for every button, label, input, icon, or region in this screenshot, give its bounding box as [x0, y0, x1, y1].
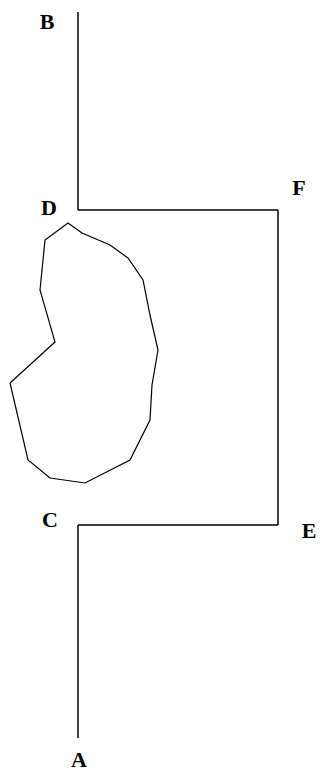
point-label: D	[41, 197, 57, 219]
wire	[78, 524, 278, 526]
point-label: C	[42, 509, 58, 531]
wire	[78, 209, 278, 211]
wire	[77, 525, 79, 738]
wire	[77, 12, 79, 210]
point-label: A	[71, 749, 87, 771]
point-label: F	[292, 177, 305, 199]
region-outline	[10, 223, 158, 483]
point-label: B	[40, 11, 55, 33]
wire	[277, 210, 279, 525]
point-label: E	[302, 520, 317, 542]
